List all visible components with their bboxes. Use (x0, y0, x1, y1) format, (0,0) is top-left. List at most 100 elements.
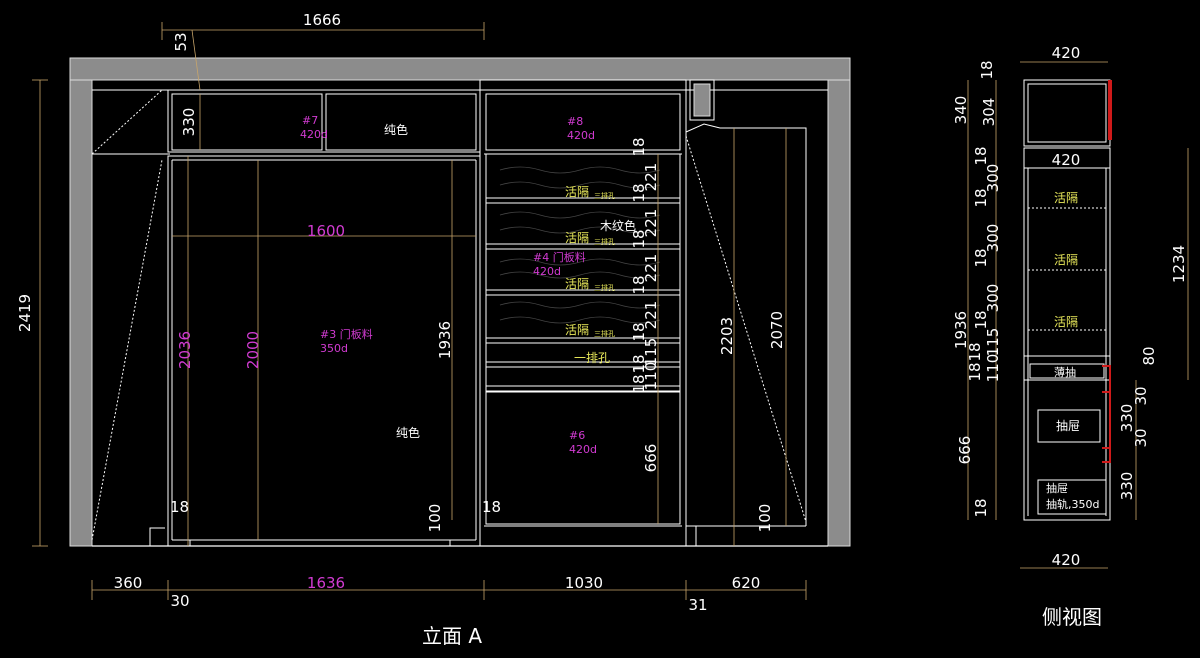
mid-dim-6: 18 (630, 275, 648, 294)
side-dim-11: 666 (956, 436, 974, 465)
side-dim-1: 300 (984, 164, 1002, 193)
side-shelf-3: 活隔 (1054, 315, 1078, 329)
wood-grain (499, 166, 661, 324)
mid-top-code: #8 (567, 115, 583, 128)
side-rail-label: 抽轨,350d (1046, 497, 1099, 511)
left-fill-diag-top (91, 89, 163, 155)
mid-dim-1: 221 (642, 163, 660, 192)
side-dim-7: 115 (984, 328, 1002, 357)
mid-dim-3: 221 (642, 209, 660, 238)
mid-dim-10: 18 (630, 354, 648, 373)
side-thin-drawer (1029, 363, 1105, 379)
left-base-step (149, 527, 165, 546)
elevation-a: 1666 53 2419 330 #7 420d 纯色 1600 2036 20… (16, 11, 851, 648)
top-cab-left (171, 93, 323, 151)
mid-dim-9: 115 (642, 338, 660, 367)
side-shelf-2: 活隔 (1054, 253, 1078, 267)
top-cabinet (167, 89, 481, 153)
mid-dim-0: 18 (630, 137, 648, 156)
side-thin-drawer-label: 薄抽 (1054, 365, 1076, 379)
dim-door-h2: 2000 (244, 331, 262, 369)
shelf-label-1: 活隔 (565, 185, 589, 199)
mid-dims: 18 221 18 221 18 221 18 221 18 115 18 11… (630, 137, 660, 393)
side-main-box (1023, 147, 1111, 521)
side-handle-2 (1102, 447, 1111, 463)
right-diag (685, 135, 807, 523)
top-cab-right (325, 93, 477, 151)
side-dim-9: 110 (984, 354, 1002, 383)
side-shelf-lines (1028, 207, 1106, 331)
left-door-code: #3 门板料 (320, 327, 373, 341)
side-top-inner (1027, 83, 1107, 143)
side-rdim-1: 30 (1132, 386, 1150, 405)
side-drawer-box (1037, 409, 1101, 443)
side-drawer-label: 抽屉 (1056, 419, 1080, 433)
dim-top-small: 53 (172, 32, 190, 51)
left-door-finish: 纯色 (396, 426, 420, 440)
side-top-h: 340 (952, 96, 970, 125)
top-beam (69, 57, 851, 81)
side-top-t: 18 (978, 60, 996, 79)
side-rdim-2: 330 (1118, 404, 1136, 433)
shelf-small-3: 三排孔 (594, 283, 615, 292)
mid-door-code: #4 门板料 (533, 250, 586, 264)
mid-dim-4: 18 (630, 229, 648, 248)
dim-top-cab-h: 330 (180, 108, 198, 137)
side-top-door-edge (1108, 80, 1112, 140)
shelf-small-1: 三排孔 (594, 191, 615, 200)
dim-bottom-a: 360 (114, 574, 143, 592)
side-dim-8: 18 (966, 342, 984, 361)
shelf-small-2: 三排孔 (594, 237, 615, 246)
left-fill-diag (91, 159, 163, 541)
mid-dim-5: 221 (642, 254, 660, 283)
mid-door-spec: 420d (533, 265, 561, 278)
right-post (689, 79, 715, 121)
top-cab-finish: 纯色 (384, 123, 408, 137)
side-dim-5: 300 (984, 284, 1002, 313)
dim-right-base: 100 (756, 504, 774, 533)
side-dim-lines (967, 61, 1189, 569)
mid-cabinet (479, 79, 687, 547)
side-right-dims: 80 30 330 30 330 (1118, 346, 1158, 500)
dim-bottom-f: 31 (688, 596, 707, 614)
dim-door-h3: 1936 (436, 321, 454, 359)
shelf-small-4: 三排孔 (594, 329, 615, 338)
dim-top-total: 1666 (303, 11, 341, 29)
side-top-box (1023, 79, 1111, 147)
side-drawer2-label: 抽屉 (1046, 481, 1068, 495)
mid-shelves (485, 154, 681, 392)
hole-row-label: 一排孔 (574, 351, 610, 365)
shelf-label-2: 活隔 (565, 231, 589, 245)
mid-top-spec: 420d (567, 129, 595, 142)
mid-low-code: #6 (569, 429, 585, 442)
dim-door-h1: 2036 (176, 331, 194, 369)
side-dim-10: 18 (966, 362, 984, 381)
dimension-lines (32, 22, 807, 600)
right-panel-outline (685, 123, 807, 526)
dim-door-width: 1600 (307, 222, 345, 240)
mid-top-door (485, 93, 681, 151)
side-dim-2: 18 (972, 188, 990, 207)
side-bot-w: 420 (1052, 551, 1081, 569)
side-dim-3: 300 (984, 224, 1002, 253)
side-dim-12: 18 (972, 498, 990, 517)
top-cab-code: #7 (302, 114, 318, 127)
mid-low-door (485, 391, 681, 525)
dim-right-h2: 2070 (768, 311, 786, 349)
elevation-title: 立面 A (422, 624, 482, 648)
mid-dim-11: 110 (642, 362, 660, 391)
dim-gap-right: 18 (482, 498, 501, 516)
side-total-h: 1936 (952, 311, 970, 349)
side-top-inner: 304 (980, 98, 998, 127)
mid-dim-7: 221 (642, 301, 660, 330)
dim-bottom-e: 30 (170, 592, 189, 610)
side-dim-4: 18 (972, 248, 990, 267)
mid-low-spec: 420d (569, 443, 597, 456)
dim-bottom-c: 1030 (565, 574, 603, 592)
dim-gap-left: 18 (170, 498, 189, 516)
side-shelf-1: 活隔 (1054, 191, 1078, 205)
side-dim-0: 18 (972, 146, 990, 165)
left-wall (69, 79, 93, 547)
